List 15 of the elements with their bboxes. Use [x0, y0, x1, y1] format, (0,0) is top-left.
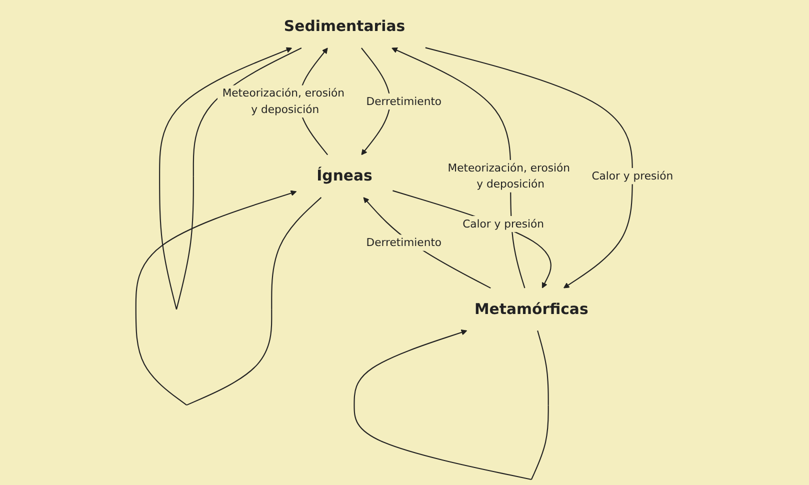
arrow: [159, 47, 302, 310]
arrow: [135, 190, 322, 406]
node-text: Ígneas: [316, 168, 372, 185]
edge-label: Derretimiento: [366, 236, 442, 249]
arrow: [392, 190, 552, 288]
arrow: [425, 47, 633, 288]
arrow: [354, 330, 549, 480]
edge-label: Meteorización, erosión y deposición: [448, 161, 570, 190]
edge-label: Derretimiento: [366, 94, 442, 108]
arrow: [363, 197, 491, 289]
node-text: Sedimentarias: [284, 18, 406, 36]
edge-label: Calor y presión: [462, 217, 544, 230]
edge-label: Calor y presión: [592, 169, 674, 182]
node-text: Metamórficas: [474, 300, 588, 318]
edge-label: Meteorización, erosión y deposición: [222, 86, 345, 116]
